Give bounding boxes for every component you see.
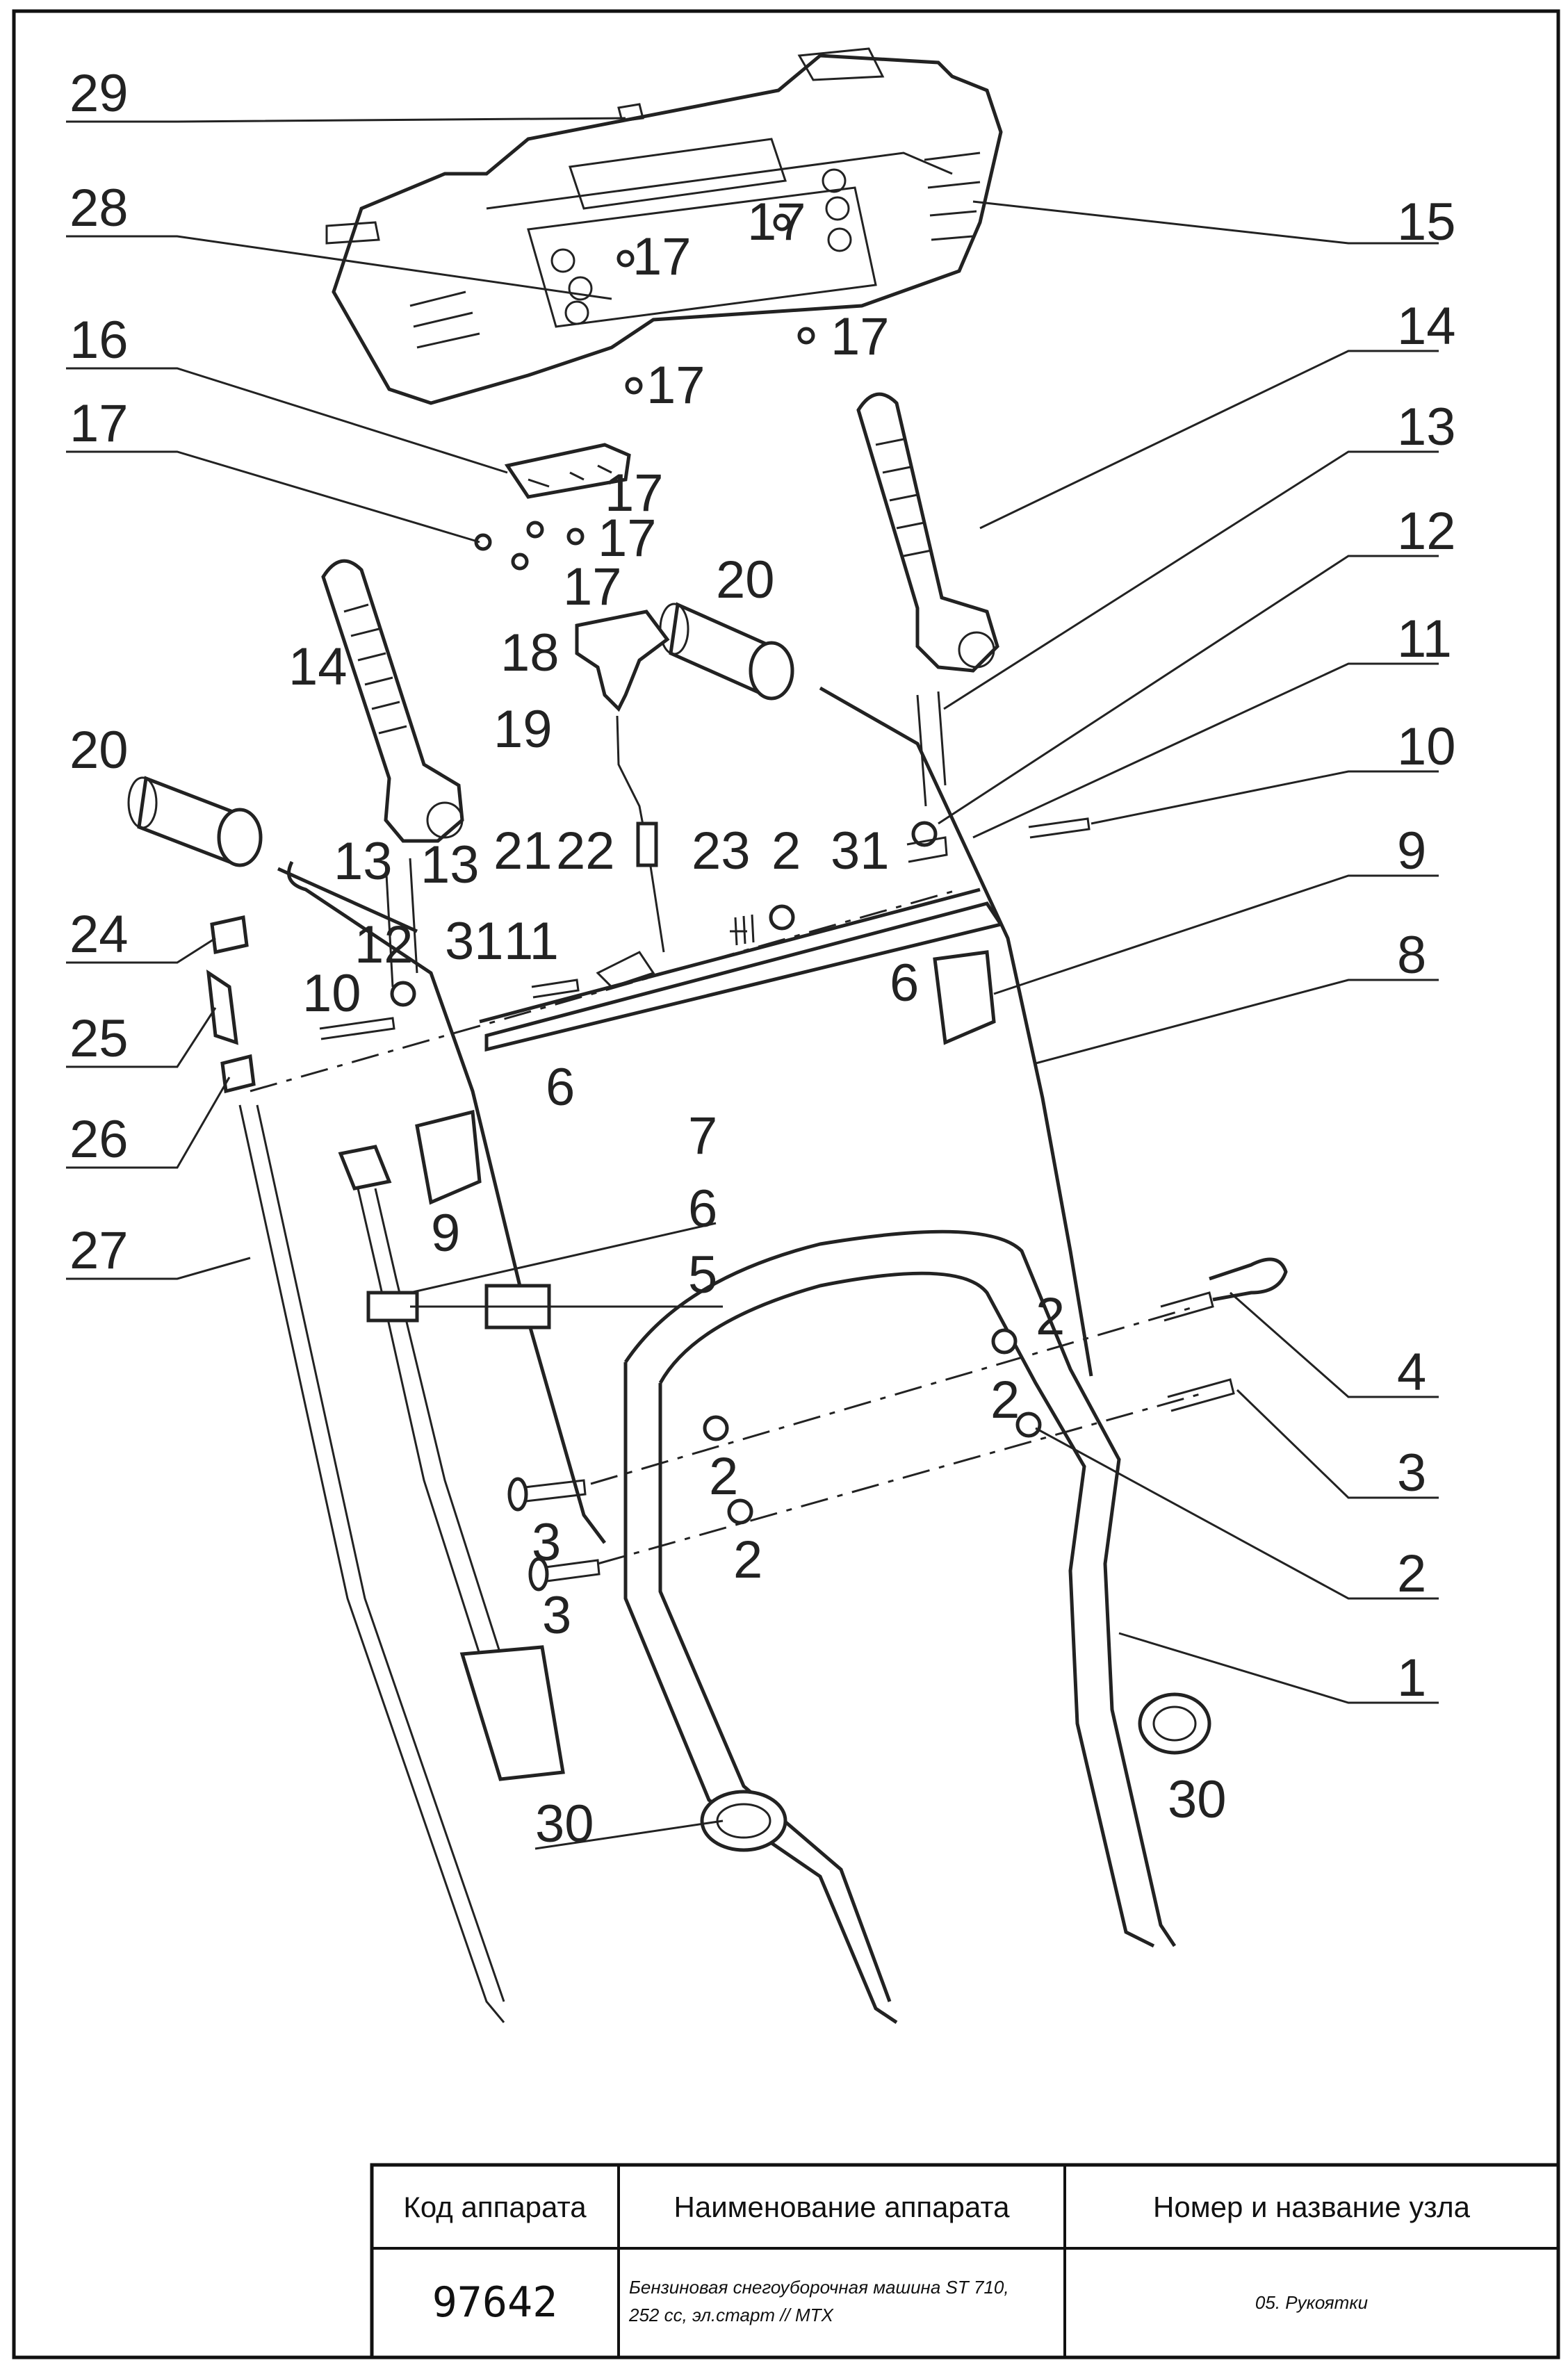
- control-panel-housing: [325, 47, 1003, 405]
- callout-2: 2: [1397, 1544, 1426, 1603]
- callout-13: 13: [420, 835, 480, 894]
- callout-17: 17: [831, 307, 890, 366]
- bracket-16: [504, 443, 631, 499]
- callout-26: 26: [70, 1110, 129, 1169]
- callout-16: 16: [70, 311, 129, 370]
- callout-2: 2: [1036, 1287, 1065, 1346]
- rubber-grip-20-right: [659, 602, 794, 701]
- callout-19: 19: [493, 700, 553, 759]
- callout-9: 9: [1397, 821, 1426, 881]
- callout-17: 17: [632, 227, 692, 286]
- callout-13: 13: [1397, 398, 1456, 457]
- lower-handle-1: [623, 1229, 1177, 2025]
- callout-21: 21: [493, 821, 553, 881]
- callout-3: 3: [532, 1513, 561, 1572]
- control-cable-7: [338, 1145, 565, 1781]
- callout-6: 6: [890, 954, 919, 1013]
- unit-name: 05. Рукоятки: [1255, 2292, 1368, 2313]
- callout-2: 2: [709, 1447, 738, 1506]
- sheet-border: [12, 9, 1560, 2359]
- callout-6: 6: [546, 1058, 575, 1117]
- callouts: 29 28 16 17 17 17 17 17 17 17 17 15 14 1…: [70, 64, 1456, 1854]
- header-device-code: Код аппарата: [403, 2191, 587, 2223]
- callout-28: 28: [70, 179, 129, 238]
- callout-17: 17: [747, 193, 806, 252]
- callout-17: 17: [646, 356, 705, 415]
- chute-rod-27: [206, 915, 505, 2023]
- bracket-9-left: [415, 1109, 482, 1205]
- callout-3: 3: [542, 1586, 571, 1645]
- callout-24: 24: [70, 905, 129, 964]
- callout-13: 13: [334, 832, 393, 891]
- handle-grip-14-right: [856, 392, 999, 673]
- callout-15: 15: [1397, 193, 1456, 252]
- callout-23: 23: [692, 821, 751, 881]
- callout-20: 20: [716, 550, 775, 610]
- fasteners: [319, 691, 1091, 1040]
- callout-17: 17: [598, 509, 657, 568]
- lever-knob-18: [575, 610, 670, 712]
- header-device-name: Наименование аппарата: [674, 2191, 1011, 2223]
- header-unit-name: Номер и название узла: [1153, 2191, 1471, 2223]
- clamp-30-right: [1138, 1692, 1211, 1755]
- callout-10: 10: [302, 964, 361, 1023]
- callout-17: 17: [563, 557, 622, 616]
- bolts-and-nuts: [390, 821, 1288, 1592]
- callout-3: 3: [1397, 1443, 1426, 1503]
- callout-22: 22: [556, 821, 615, 881]
- bracket-9-right: [933, 950, 996, 1045]
- device-name-line2: 252 cc, эл.старт // MTX: [628, 2305, 835, 2325]
- callout-25: 25: [70, 1009, 129, 1068]
- shift-rod-19: [616, 715, 665, 953]
- callout-29: 29: [70, 64, 129, 123]
- callout-17: 17: [605, 464, 664, 523]
- callout-30: 30: [1168, 1770, 1227, 1829]
- callout-12: 12: [354, 915, 414, 974]
- callout-2: 2: [733, 1530, 762, 1589]
- callout-10: 10: [1397, 717, 1456, 776]
- device-name-line1: Бензиновая снегоуборочная машина ST 710,: [629, 2277, 1009, 2298]
- callout-1: 1: [1397, 1649, 1426, 1708]
- clamp-30-left: [700, 1790, 787, 1852]
- callout-6: 6: [688, 1179, 717, 1238]
- callout-18: 18: [500, 623, 560, 682]
- leader-lines: [66, 117, 1439, 1850]
- callout-11: 11: [1397, 610, 1452, 669]
- callout-30: 30: [535, 1794, 594, 1854]
- callout-17: 17: [70, 394, 129, 453]
- callout-8: 8: [1397, 926, 1426, 985]
- callout-14: 14: [288, 637, 348, 696]
- callout-4: 4: [1397, 1343, 1426, 1402]
- device-code: 97642: [432, 2278, 558, 2327]
- callout-31: 31: [445, 912, 504, 971]
- handle-grip-14-left: [321, 559, 464, 843]
- callout-5: 5: [688, 1245, 717, 1304]
- callout-2: 2: [771, 821, 801, 881]
- callout-27: 27: [70, 1221, 129, 1280]
- callout-20: 20: [70, 721, 129, 780]
- callout-31: 31: [831, 821, 890, 881]
- callout-14: 14: [1397, 297, 1456, 356]
- callout-2: 2: [990, 1371, 1020, 1430]
- screws-17: [474, 213, 815, 571]
- callout-7: 7: [688, 1106, 717, 1165]
- title-block: Код аппарата Наименование аппарата Номер…: [370, 2163, 1560, 2359]
- rubber-grip-20-left: [127, 776, 263, 867]
- callout-11: 11: [504, 912, 559, 971]
- callout-9: 9: [431, 1204, 460, 1263]
- callout-12: 12: [1397, 502, 1456, 561]
